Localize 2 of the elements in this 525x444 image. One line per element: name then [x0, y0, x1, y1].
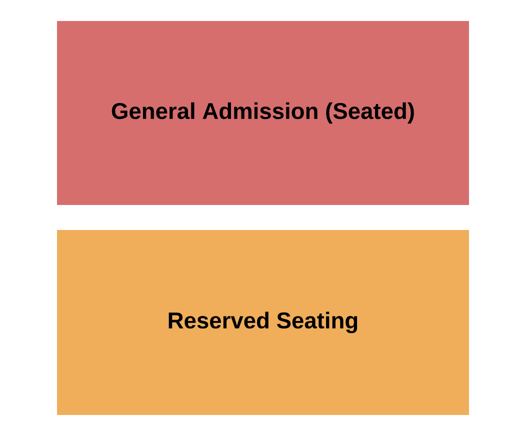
section-box: General Admission (Seated) [57, 21, 469, 205]
section-box: Reserved Seating [57, 230, 469, 415]
